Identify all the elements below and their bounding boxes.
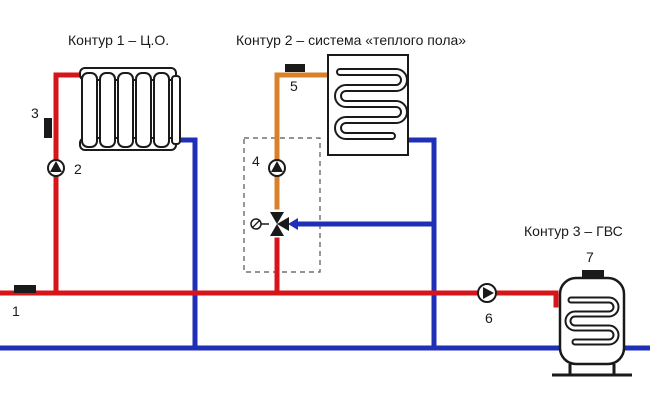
pump-2-icon — [47, 159, 65, 177]
dhw-supply-pipe — [494, 290, 559, 308]
return-pipes — [0, 137, 650, 351]
circuit-1-title: Контур 1 – Ц.О. — [68, 32, 169, 48]
radiator-supply-pipe — [53, 72, 83, 296]
floor-return-pipe — [401, 137, 437, 351]
dhw-tank-icon — [552, 270, 632, 377]
label-4: 4 — [252, 153, 260, 169]
floor-heating-loop-icon — [327, 54, 409, 156]
floor-supply-pipe — [274, 72, 333, 210]
label-2: 2 — [74, 161, 82, 177]
sensor-3-icon — [44, 118, 52, 138]
label-6: 6 — [485, 310, 493, 326]
sensor-5-icon — [285, 64, 305, 72]
pump-6-icon — [477, 283, 497, 303]
circuit-3-title: Контур 3 – ГВС — [524, 223, 623, 239]
pump-4-icon — [268, 159, 286, 177]
label-7: 7 — [586, 249, 594, 265]
radiator-return-pipe — [177, 137, 198, 351]
circuit-2-title: Контур 2 – система «теплого пола» — [236, 32, 466, 48]
bypass-arrow-icon — [288, 218, 298, 230]
label-5: 5 — [290, 78, 298, 94]
sensor-1-icon — [14, 285, 36, 293]
radiator-icon — [79, 67, 181, 151]
label-3: 3 — [31, 105, 39, 121]
supply-pipes — [0, 72, 559, 308]
mixing-module-frame — [243, 137, 321, 273]
label-1: 1 — [12, 303, 20, 319]
three-way-valve-icon — [250, 212, 289, 236]
